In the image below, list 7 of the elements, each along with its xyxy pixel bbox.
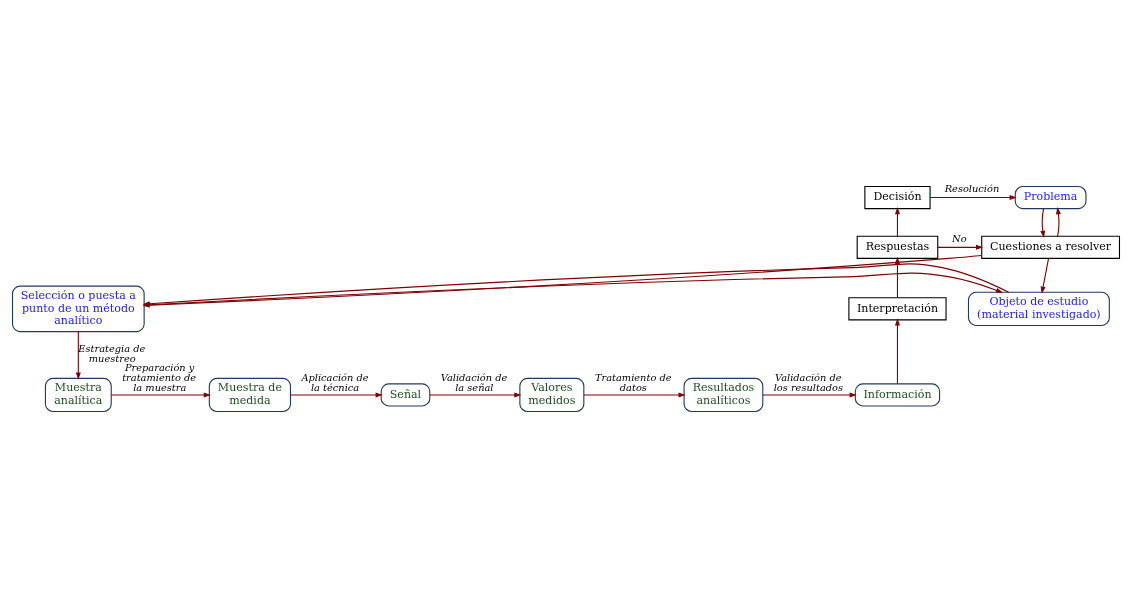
edge-label: Aplicación de la técnica xyxy=(301,371,369,393)
edge-label: No xyxy=(952,232,967,244)
edge-label: Tratamiento de datos xyxy=(594,371,672,393)
edge-label: Validación de la señal xyxy=(440,371,508,393)
edge-label: Resolución xyxy=(944,182,1000,194)
edge-label: Validación de los resultados xyxy=(773,371,844,393)
edge-label: Preparación y tratamiento de la muestra xyxy=(122,361,197,393)
